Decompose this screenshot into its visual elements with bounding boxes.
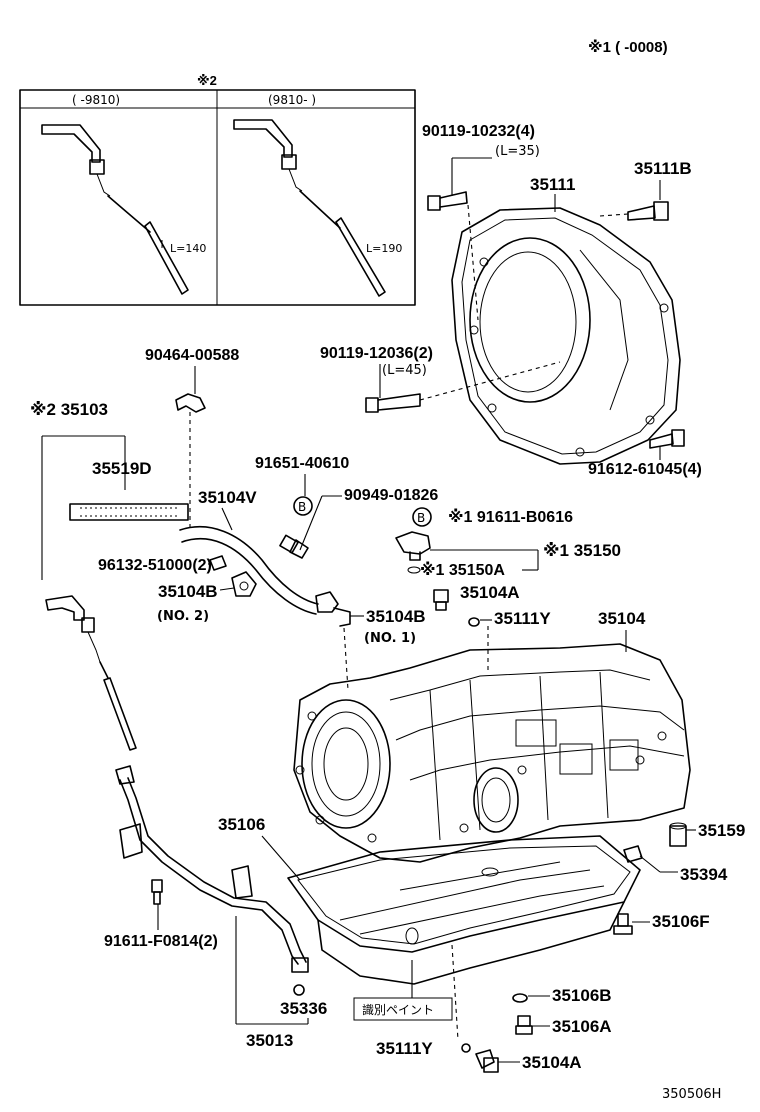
circle-b-icon: [412, 507, 432, 527]
inset-box: [19, 89, 416, 306]
label-35104: 35104: [598, 609, 646, 628]
label-90119-10232-length: (L=35): [495, 144, 540, 159]
label-96132-51000: 96132-51000(2): [98, 557, 212, 574]
label-91611-F0814: 91611-F0814(2): [104, 933, 218, 950]
label-35013: 35013: [246, 1031, 293, 1050]
label-35104A-bottom: 35104A: [522, 1053, 582, 1072]
bolt-icon: [365, 393, 421, 413]
label-90119-12036-length: (L=45): [382, 363, 427, 378]
label-35150A: ※1 35150A: [420, 561, 505, 579]
inset-right-length: L=190: [366, 242, 402, 255]
union-fitting-icon: [231, 571, 257, 597]
label-91651-40610: 91651-40610: [255, 455, 349, 472]
gasket-icon: [512, 993, 528, 1003]
label-35519D: 35519D: [92, 459, 152, 478]
circle-b-icon: [293, 496, 313, 516]
magnet-icon: [623, 845, 643, 863]
label-91612-61045: 91612-61045(4): [588, 461, 702, 478]
label-35103: ※2 35103: [30, 400, 108, 419]
label-90119-12036: 90119-12036(2): [320, 345, 433, 362]
solenoid-icon: [395, 531, 431, 574]
marking-box: [353, 997, 453, 1021]
bolt-icon: [427, 157, 492, 211]
label-35111: 35111: [530, 175, 575, 194]
label-35111Y-top: 35111Y: [494, 609, 551, 628]
label-90949-01826: 90949-01826: [344, 487, 438, 504]
oil-pan-icon: [287, 835, 641, 985]
label-35104A-top: 35104A: [460, 583, 520, 602]
hose-clip-icon: [209, 555, 227, 571]
marking-box-text: 識別ペイント: [362, 1003, 434, 1017]
union-fitting-icon: [315, 591, 351, 627]
label-35106A: 35106A: [552, 1017, 612, 1036]
clamp-icon: [175, 393, 206, 413]
figure-id: 350506H: [662, 1087, 721, 1102]
o-ring-icon: [461, 1043, 471, 1053]
label-91611-B0616: ※1 91611-B0616: [448, 508, 573, 526]
label-35104B-no2-sub: (NO. 2): [157, 609, 209, 624]
label-35150: ※1 35150: [543, 541, 621, 560]
label-90119-10232: 90119-10232(4): [422, 123, 535, 140]
inset-left-length: L=140: [170, 242, 206, 255]
label-35106F: 35106F: [652, 912, 710, 931]
bolt-icon: [515, 1015, 533, 1035]
bolt-icon: [151, 879, 163, 905]
bolt-icon: [649, 429, 685, 449]
label-35104V: 35104V: [198, 488, 257, 507]
label-35336: 35336: [280, 999, 327, 1018]
label-35106B: 35106B: [552, 986, 612, 1005]
filler-tube-icon: [115, 765, 309, 973]
vent-hose-icon: [179, 525, 319, 615]
inset-left-header: ( -9810): [72, 93, 120, 107]
note-text: ※1 ( -0008): [588, 38, 668, 56]
drain-plug-icon: [475, 1049, 499, 1073]
plug-icon: [433, 589, 449, 611]
circle-b-label: B: [298, 500, 306, 514]
label-35104B-no1: 35104B: [366, 607, 426, 626]
label-35111B: 35111B: [634, 159, 692, 178]
bolt-icon: [613, 913, 633, 935]
label-35159: 35159: [698, 821, 745, 840]
circle-b-label: B: [417, 511, 425, 525]
o-ring-icon: [468, 617, 480, 627]
dipstick-icon: [45, 595, 137, 751]
label-35106: 35106: [218, 815, 265, 834]
label-35104B-no1-sub: (NO. 1): [364, 631, 416, 646]
o-ring-icon: [293, 984, 305, 996]
inset-mark: ※2: [197, 73, 217, 88]
sleeve-icon: [669, 822, 687, 847]
dipstick-short-icon: [41, 124, 189, 295]
bell-housing-icon: [451, 207, 681, 465]
label-90464-00588: 90464-00588: [145, 347, 239, 364]
transmission-case-icon: [293, 643, 691, 863]
label-35104B-no2: 35104B: [158, 582, 218, 601]
dipstick-long-icon: [233, 119, 386, 297]
bolt-icon: [627, 201, 669, 221]
inset-right-header: (9810- ): [268, 93, 316, 107]
label-35111Y-bottom: 35111Y: [376, 1039, 433, 1058]
label-35394: 35394: [680, 865, 728, 884]
bolt-icon: [279, 534, 309, 559]
dipstick-tube-icon: [69, 503, 189, 521]
